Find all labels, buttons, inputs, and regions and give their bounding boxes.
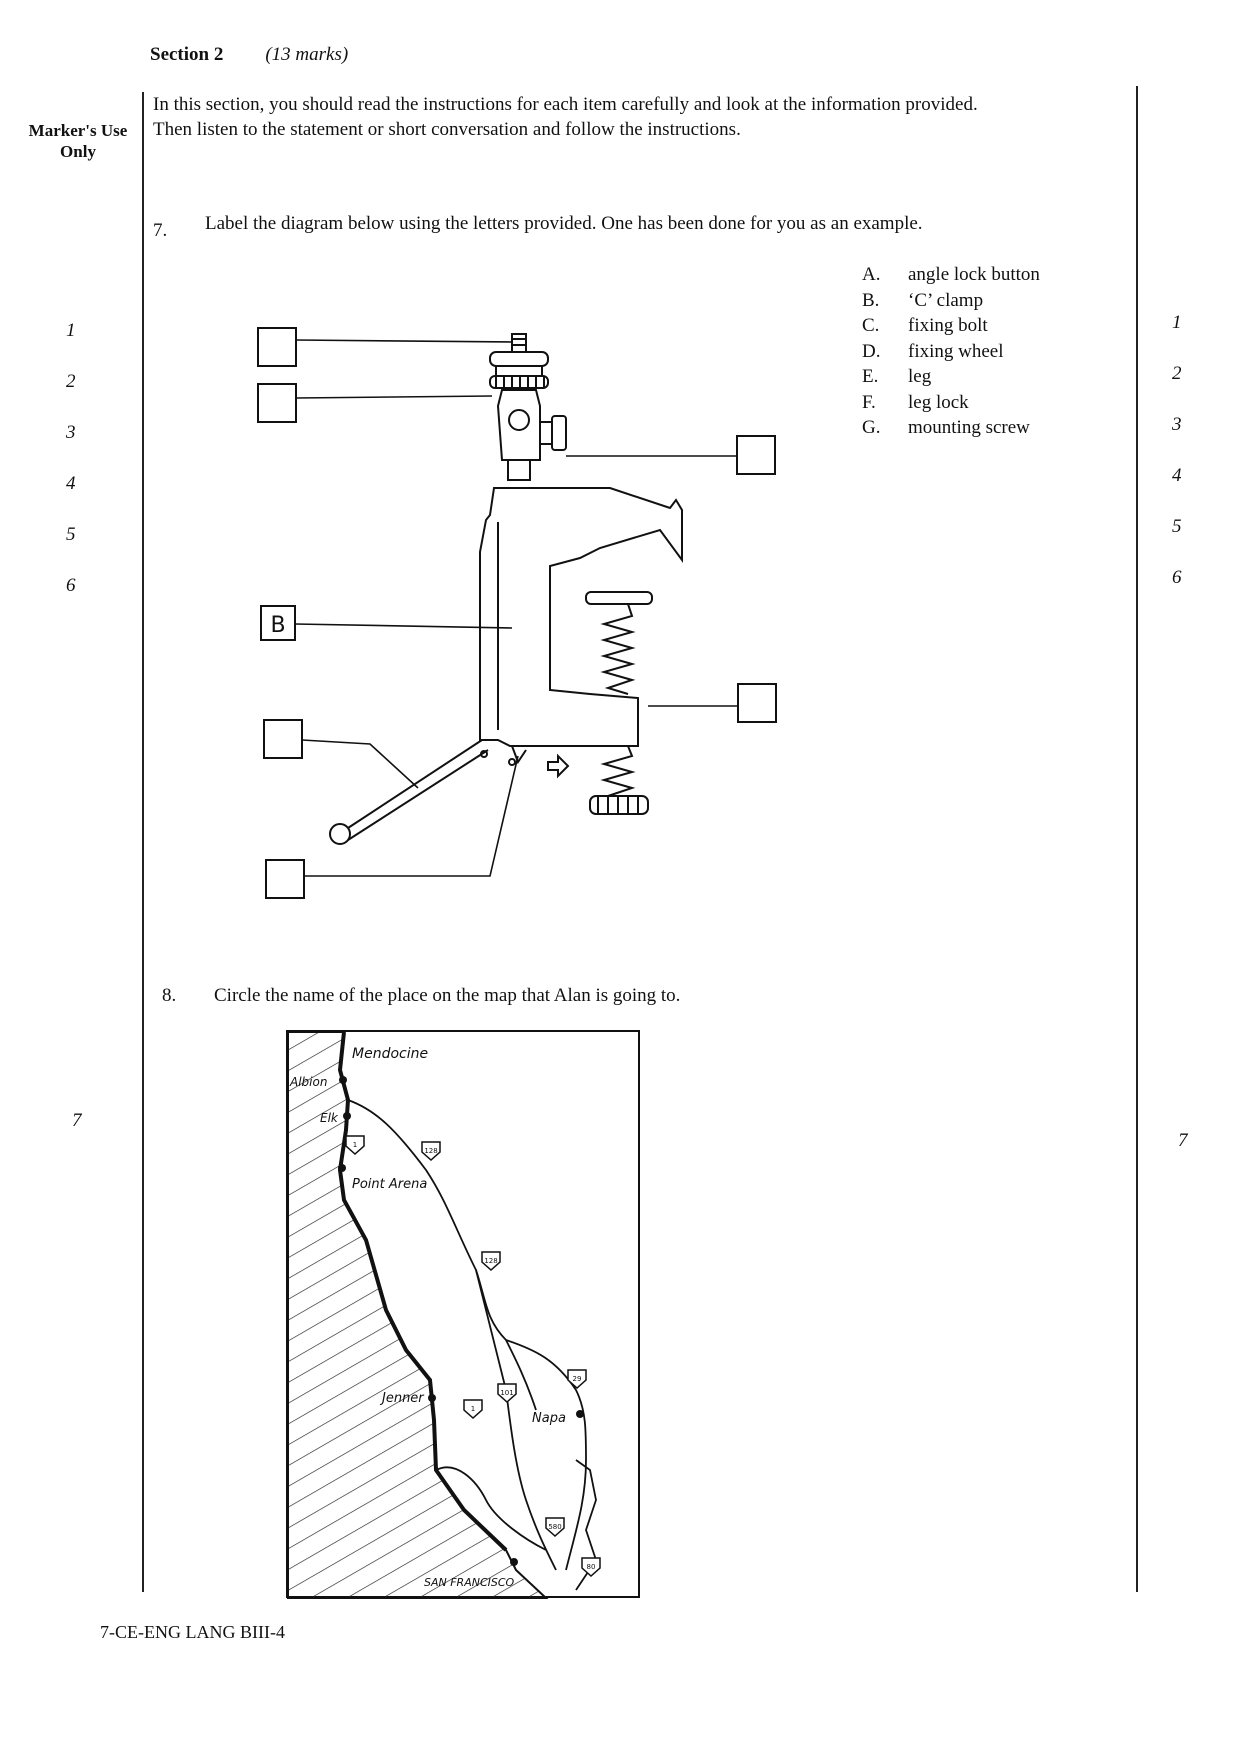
left-mark-5: 5	[66, 524, 76, 545]
highway-101-route	[475, 1269, 557, 1571]
top-knob-shape	[489, 351, 549, 367]
instructions-line-1: In this section, you should read the ins…	[153, 94, 978, 115]
shield-101: 101	[500, 1389, 513, 1397]
label-box-example	[260, 605, 296, 641]
option-g: G. mounting screw	[862, 415, 1040, 441]
highway-1-route	[337, 1031, 508, 1552]
section-heading: Section 2 (13 marks)	[150, 44, 348, 66]
label-box-3	[736, 435, 776, 475]
option-text: angle lock button	[908, 264, 1040, 285]
right-mark-7: 7	[1178, 1130, 1188, 1151]
instructions-line-2: Then listen to the statement or short co…	[153, 119, 741, 140]
option-text: fixing wheel	[908, 340, 1004, 362]
option-letter: G.	[862, 417, 881, 438]
left-mark-6: 6	[66, 575, 76, 596]
mounting-screw-shape	[511, 333, 527, 353]
q7-number: 7.	[153, 220, 168, 241]
option-d: D. fixing wheel	[862, 339, 1040, 365]
left-mark-1: 1	[66, 320, 76, 341]
leg-foot-shape	[329, 823, 351, 845]
option-e: E. leg	[862, 364, 1040, 390]
place-jenner: Jenner	[379, 1391, 425, 1406]
example-label-b: B	[270, 613, 285, 638]
section-instructions: In this section, you should read the ins…	[153, 92, 1113, 142]
place-albion: Albion	[289, 1075, 327, 1089]
right-mark-1: 1	[1172, 312, 1182, 333]
shield-1-south: 1	[471, 1405, 475, 1413]
option-text: leg	[908, 366, 932, 387]
label-box-6	[265, 859, 305, 899]
highway-128-route	[347, 1099, 587, 1571]
marker-use-heading: Marker's Use Only	[28, 121, 128, 161]
left-mark-2: 2	[66, 371, 76, 392]
right-margin-rule	[1136, 86, 1138, 1592]
q8-number: 8.	[162, 985, 177, 1006]
california-route-map: 1 128 128 101 29 1 580 80 Mendocine Albi…	[286, 1030, 640, 1599]
label-box-4	[737, 683, 777, 723]
q7-instruction: Label the diagram below using the letter…	[205, 213, 923, 234]
left-mark-3: 3	[66, 422, 76, 443]
option-letter: C.	[862, 315, 880, 336]
right-mark-4: 4	[1172, 465, 1182, 486]
left-margin-rule	[142, 92, 144, 1592]
shield-29: 29	[573, 1375, 582, 1383]
place-mendocine: Mendocine	[352, 1046, 428, 1062]
q7-options-list: A. angle lock button B. ‘C’ clamp C. fixing…	[862, 262, 1040, 441]
label-box-1	[257, 327, 297, 367]
clamp-diagram: B	[257, 327, 777, 899]
label-box-2	[257, 383, 297, 423]
q8-instruction: Circle the name of the place on the map …	[214, 985, 681, 1006]
shield-128-south: 128	[484, 1257, 497, 1265]
option-text: fixing bolt	[908, 315, 988, 336]
left-mark-4: 4	[66, 473, 76, 494]
option-letter: A.	[862, 264, 881, 285]
place-san-francisco: SAN FRANCISCO	[424, 1576, 515, 1589]
shield-1-north: 1	[353, 1141, 357, 1149]
place-elk: Elk	[320, 1111, 339, 1125]
place-napa: Napa	[532, 1411, 566, 1426]
option-letter: B.	[862, 289, 880, 311]
right-mark-5: 5	[1172, 516, 1182, 537]
shield-580: 580	[548, 1523, 561, 1531]
place-point-arena: Point Arena	[352, 1177, 427, 1192]
ball-head-shape	[496, 389, 541, 461]
section-label: Section 2	[150, 44, 224, 65]
option-letter: E.	[862, 366, 879, 387]
right-mark-2: 2	[1172, 363, 1182, 384]
option-letter: D.	[862, 340, 881, 362]
option-a: A. angle lock button	[862, 262, 1040, 288]
right-mark-3: 3	[1172, 414, 1182, 435]
marks-label: (13 marks)	[265, 44, 349, 65]
fixing-bolt-top-shape	[585, 591, 653, 605]
option-letter: F.	[862, 391, 876, 413]
angle-lock-knob-shape	[551, 415, 567, 451]
paper-code-footer: 7-CE-ENG LANG BIII-4	[100, 1622, 285, 1642]
option-c: C. fixing bolt	[862, 313, 1040, 339]
shield-128-north: 128	[424, 1147, 437, 1155]
right-mark-6: 6	[1172, 567, 1182, 588]
shield-80: 80	[587, 1563, 596, 1571]
option-b: B. ‘C’ clamp	[862, 288, 1040, 314]
option-text: mounting screw	[908, 417, 1030, 438]
option-text: ‘C’ clamp	[908, 289, 984, 311]
label-box-5	[263, 719, 303, 759]
left-mark-7: 7	[72, 1110, 82, 1131]
c-clamp-shape	[479, 487, 683, 747]
option-f: F. leg lock	[862, 390, 1040, 416]
option-text: leg lock	[908, 391, 969, 413]
